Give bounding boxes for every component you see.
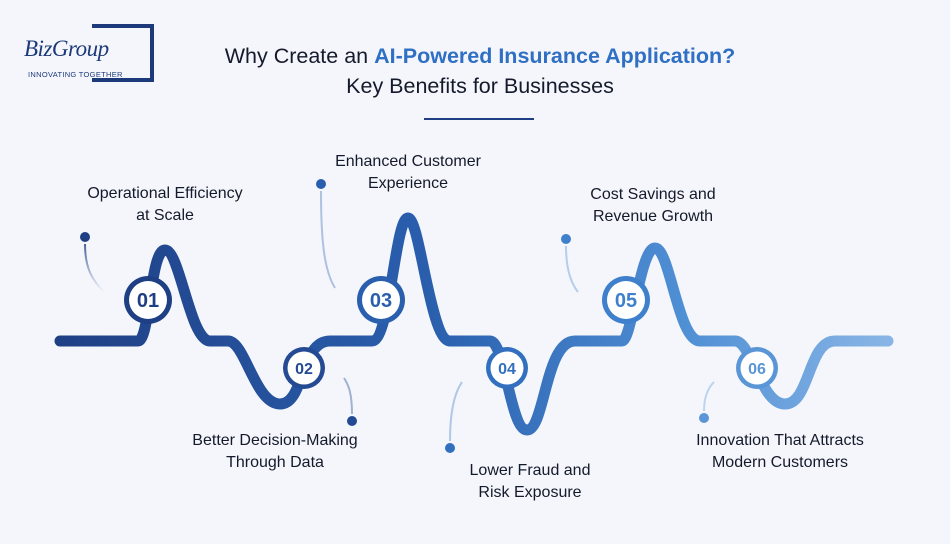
connector-dot-03 [316,179,326,189]
title-underline [424,118,534,120]
step-title-05-line-2: Revenue Growth [592,208,714,225]
step-title-01-line-1: Operational Efficiency [87,185,243,202]
step-title-02-line-1: Better Decision-Making [192,432,358,449]
connector-dot-06 [699,413,709,423]
step-label-04: Lower Fraud and Risk Exposure [405,460,655,504]
step-circle-01[interactable]: 01 [124,276,172,324]
step-number-04: 04 [498,361,516,378]
connector-02 [343,377,357,426]
wave-line [54,212,894,436]
connector-05 [561,234,579,293]
title-prefix: Why Create an [224,44,375,68]
step-label-03: Enhanced Customer Experience [283,151,533,195]
step-circle-06[interactable]: 06 [736,347,778,389]
step-title-06-line-1: Innovation That Attracts [696,432,864,449]
step-label-02: Better Decision-Making Through Data [150,430,400,474]
logo-frame [92,24,154,82]
step-label-01: Operational Efficiency at Scale [40,183,290,227]
step-label-05: Cost Savings and Revenue Growth [528,184,778,228]
logo-tagline: INNOVATING TOGETHER [28,70,123,79]
step-number-02: 02 [295,361,313,378]
connector-line-05 [565,245,579,293]
step-number-03: 03 [370,290,392,312]
connector-dot-01 [80,232,90,242]
connector-dot-05 [561,234,571,244]
step-number-01: 01 [137,290,159,312]
step-title-05-line-1: Cost Savings and [590,186,716,203]
step-number-05: 05 [615,290,637,312]
step-title-04-line-1: Lower Fraud and [469,462,591,479]
step-title-04-line-2: Risk Exposure [478,484,582,501]
step-title-06-line-2: Modern Customers [711,454,849,471]
step-title-03-line-2: Experience [367,175,449,192]
connector-dot-02 [347,416,357,426]
step-circle-03[interactable]: 03 [357,276,405,324]
step-title-02-line-2: Through Data [226,454,324,471]
logo-wordmark: BizGroup [24,36,111,62]
connector-line-04 [449,381,463,442]
title-highlight: AI-Powered Insurance Application? [374,44,736,68]
connector-line-02 [343,377,353,415]
step-label-06: Innovation That Attracts Modern Customer… [655,430,905,474]
connector-03 [316,179,336,289]
connector-line-03 [320,190,336,289]
connector-06 [699,381,715,423]
connector-01 [80,232,105,293]
step-circle-02[interactable]: 02 [283,347,325,389]
bizgroup-logo[interactable]: BizGroup INNOVATING TOGETHER [22,24,157,84]
step-title-01-line-2: at Scale [136,207,194,224]
step-circle-05[interactable]: 05 [602,276,650,324]
step-number-06: 06 [748,361,766,378]
connector-dot-04 [445,443,455,453]
page-title-line-2: Key Benefits for Businesses [346,74,614,98]
connector-line-01 [84,243,105,293]
page-title-line-1: Why Create an AI-Powered Insurance Appli… [160,42,800,70]
step-title-03-line-1: Enhanced Customer [335,153,481,170]
step-circle-04[interactable]: 04 [486,347,528,389]
connector-line-06 [703,381,715,412]
connector-04 [445,381,463,453]
